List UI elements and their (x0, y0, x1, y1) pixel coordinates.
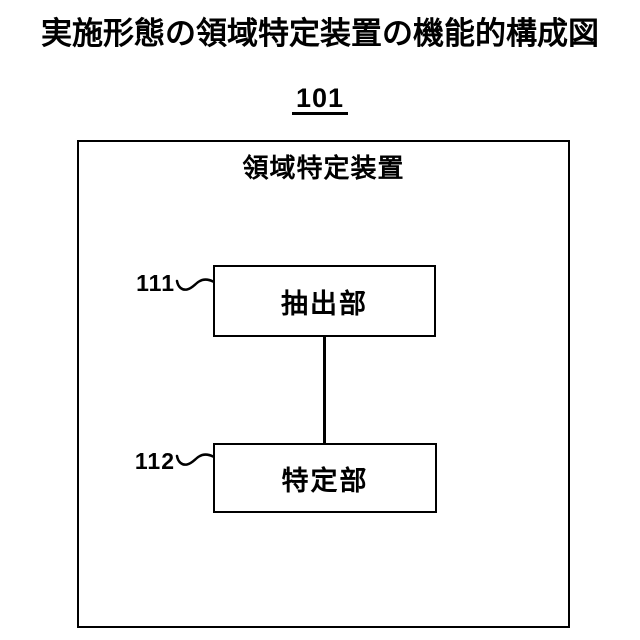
block-label-extraction: 抽出部 (281, 288, 368, 319)
block-box-extraction: 抽出部 (213, 265, 436, 337)
leader-squiggle-icon (175, 278, 215, 291)
ref-number-111: 111 (136, 270, 175, 296)
leader-squiggle-icon (175, 453, 215, 466)
device-box-label: 領域特定装置 (242, 153, 405, 183)
block-label-identification: 特定部 (281, 465, 369, 496)
diagram-title: 実施形態の領域特定装置の機能的構成図 (41, 16, 599, 51)
block-box-identification: 特定部 (213, 443, 437, 513)
ref-number-112: 112 (134, 448, 175, 474)
figure-reference-number: 101 (291, 84, 349, 115)
connector-line (323, 337, 326, 443)
figure-reference-container: 101 (0, 84, 640, 115)
